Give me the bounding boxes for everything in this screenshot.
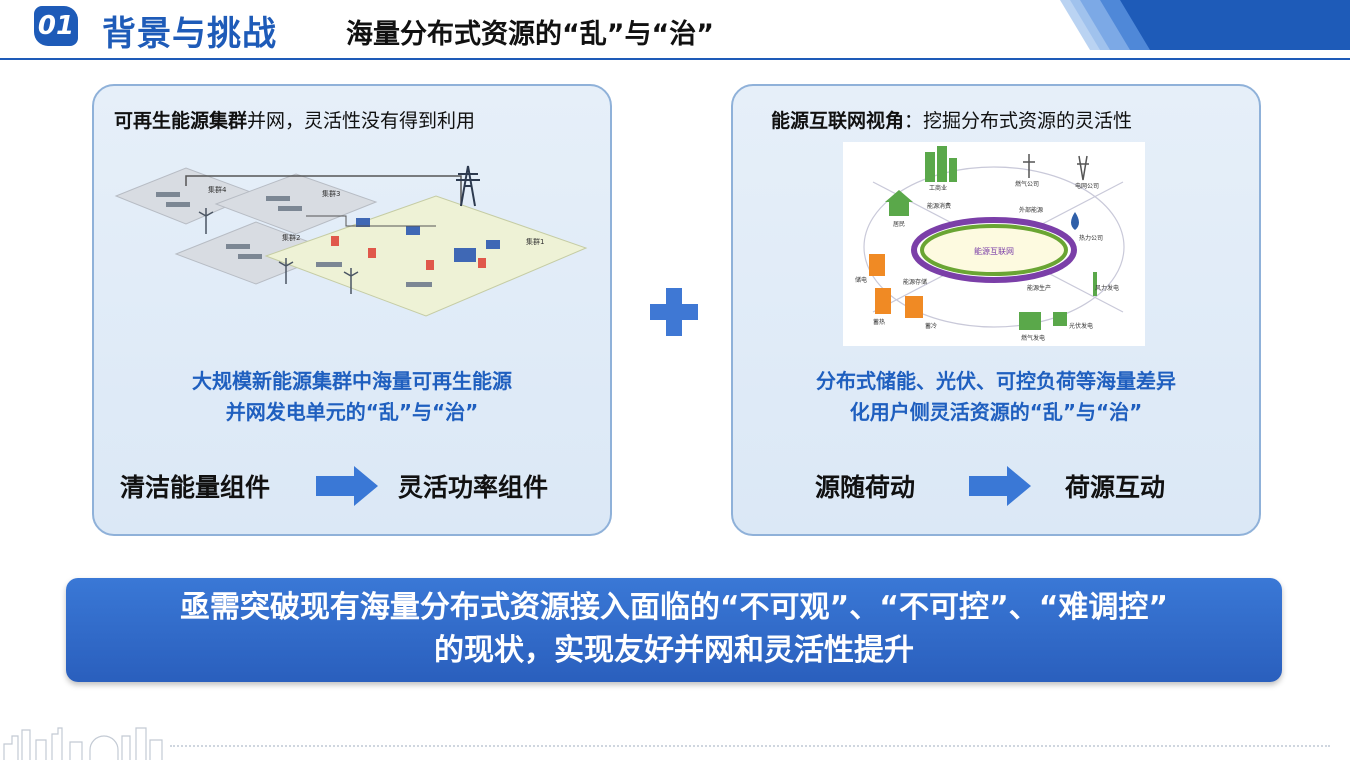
right-desc-line-1: 分布式储能、光伏、可控负荷等海量差异 bbox=[816, 369, 1176, 393]
left-flow-row: 清洁能量组件 灵活功率组件 bbox=[94, 464, 610, 508]
left-desc-line-1: 大规模新能源集群中海量可再生能源 bbox=[192, 369, 512, 393]
cluster-label-4: 集群4 bbox=[208, 185, 227, 194]
section-number-badge: 01 bbox=[34, 6, 78, 46]
label-cold-storage: 蓄冷 bbox=[925, 322, 937, 330]
left-flow-from-label: 清洁能量组件 bbox=[120, 473, 271, 502]
header-divider bbox=[0, 58, 1350, 60]
cluster-label-2: 集群2 bbox=[282, 233, 300, 242]
left-desc-line-2: 并网发电单元的“乱”与“治” bbox=[225, 400, 479, 424]
cluster-label-3: 集群3 bbox=[322, 189, 340, 198]
left-heading-rest: 并网，灵活性没有得到利用 bbox=[247, 110, 476, 132]
label-heat-storage: 蓄热 bbox=[873, 318, 885, 326]
label-gas-power: 燃气发电 bbox=[1021, 334, 1045, 342]
header-decoration-graphic bbox=[1060, 0, 1350, 50]
label-wind-power: 风力发电 bbox=[1095, 284, 1119, 292]
label-energy-consume: 能源消费 bbox=[927, 202, 951, 210]
left-heading-bold: 可再生能源集群 bbox=[114, 110, 248, 132]
right-panel-energy-internet: 能源互联网视角：挖掘分布式资源的灵活性 能源互联网 bbox=[731, 84, 1261, 536]
right-arrow-icon bbox=[316, 466, 378, 506]
right-heading-bold: 能源互联网视角 bbox=[771, 110, 905, 132]
label-heat-company: 热力公司 bbox=[1079, 234, 1103, 242]
label-energy-produce: 能源生产 bbox=[1027, 284, 1051, 292]
slide-subtitle: 海量分布式资源的“乱”与“治” bbox=[346, 19, 714, 50]
label-industry: 工商业 bbox=[929, 184, 947, 192]
city-skyline-decoration bbox=[3, 727, 163, 760]
label-home: 居民 bbox=[893, 221, 905, 228]
right-heading-rest: ：挖掘分布式资源的灵活性 bbox=[904, 110, 1133, 132]
label-storage-elec: 储电 bbox=[855, 276, 867, 284]
label-grid-company: 电网公司 bbox=[1075, 182, 1099, 190]
renewable-cluster-grid-illustration: 集群4 集群3 集群2 集群1 bbox=[114, 165, 588, 317]
section-title: 背景与挑战 bbox=[102, 14, 277, 54]
banner-line-1: 亟需突破现有海量分布式资源接入面临的“不可观”、“不可控”、“难调控” bbox=[179, 590, 1169, 625]
left-panel-description: 大规模新能源集群中海量可再生能源 并网发电单元的“乱”与“治” bbox=[94, 366, 610, 428]
right-panel-heading: 能源互联网视角：挖掘分布式资源的灵活性 bbox=[771, 106, 1132, 133]
conclusion-banner: 亟需突破现有海量分布式资源接入面临的“不可观”、“不可控”、“难调控” 的现状，… bbox=[66, 578, 1282, 682]
energy-internet-center-label: 能源互联网 bbox=[974, 246, 1014, 256]
right-flow-to-label: 荷源互动 bbox=[1065, 473, 1166, 502]
cluster-label-1: 集群1 bbox=[526, 237, 544, 246]
banner-line-2: 的现状，实现友好并网和灵活性提升 bbox=[434, 633, 914, 668]
left-panel-renewable-cluster: 可再生能源集群并网，灵活性没有得到利用 bbox=[92, 84, 612, 536]
plus-icon bbox=[650, 288, 698, 336]
label-energy-storage: 能源存储 bbox=[903, 278, 927, 286]
right-arrow-icon bbox=[969, 466, 1031, 506]
footer-divider bbox=[170, 745, 1330, 747]
right-flow-row: 源随荷动 荷源互动 bbox=[733, 464, 1259, 508]
label-gas-company: 燃气公司 bbox=[1015, 180, 1039, 188]
left-panel-heading: 可再生能源集群并网，灵活性没有得到利用 bbox=[114, 106, 475, 133]
right-flow-from-label: 源随荷动 bbox=[815, 473, 916, 502]
energy-internet-diagram: 能源互联网 工商业 居民 能源消费 燃气公司 bbox=[843, 142, 1145, 346]
right-panel-description: 分布式储能、光伏、可控负荷等海量差异 化用户侧灵活资源的“乱”与“治” bbox=[733, 366, 1259, 428]
left-flow-to-label: 灵活功率组件 bbox=[398, 473, 549, 502]
label-pv-power: 光伏发电 bbox=[1069, 322, 1093, 330]
right-desc-line-2: 化用户侧灵活资源的“乱”与“治” bbox=[849, 400, 1143, 424]
label-outside-energy: 外部能源 bbox=[1019, 206, 1043, 214]
